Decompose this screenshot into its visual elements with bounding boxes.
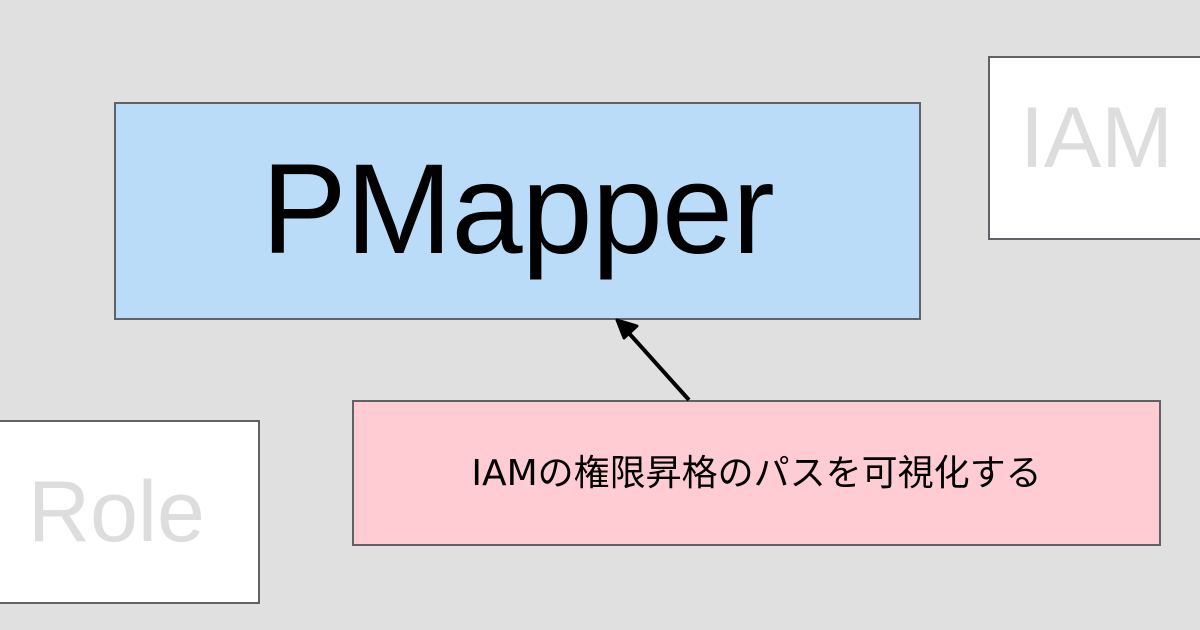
pmapper-title-box: PMapper bbox=[114, 102, 921, 320]
role-ghost-box: Role bbox=[0, 420, 260, 604]
connector-arrowhead-icon bbox=[615, 318, 639, 340]
role-ghost-label: Role bbox=[28, 464, 205, 560]
description-box: IAMの権限昇格のパスを可視化する bbox=[352, 400, 1161, 546]
description-text: IAMの権限昇格のパスを可視化する bbox=[471, 453, 1042, 494]
connector-line bbox=[625, 329, 691, 402]
pmapper-title: PMapper bbox=[261, 138, 774, 281]
iam-ghost-label: IAM bbox=[1020, 90, 1173, 186]
iam-ghost-box: IAM bbox=[988, 56, 1200, 240]
